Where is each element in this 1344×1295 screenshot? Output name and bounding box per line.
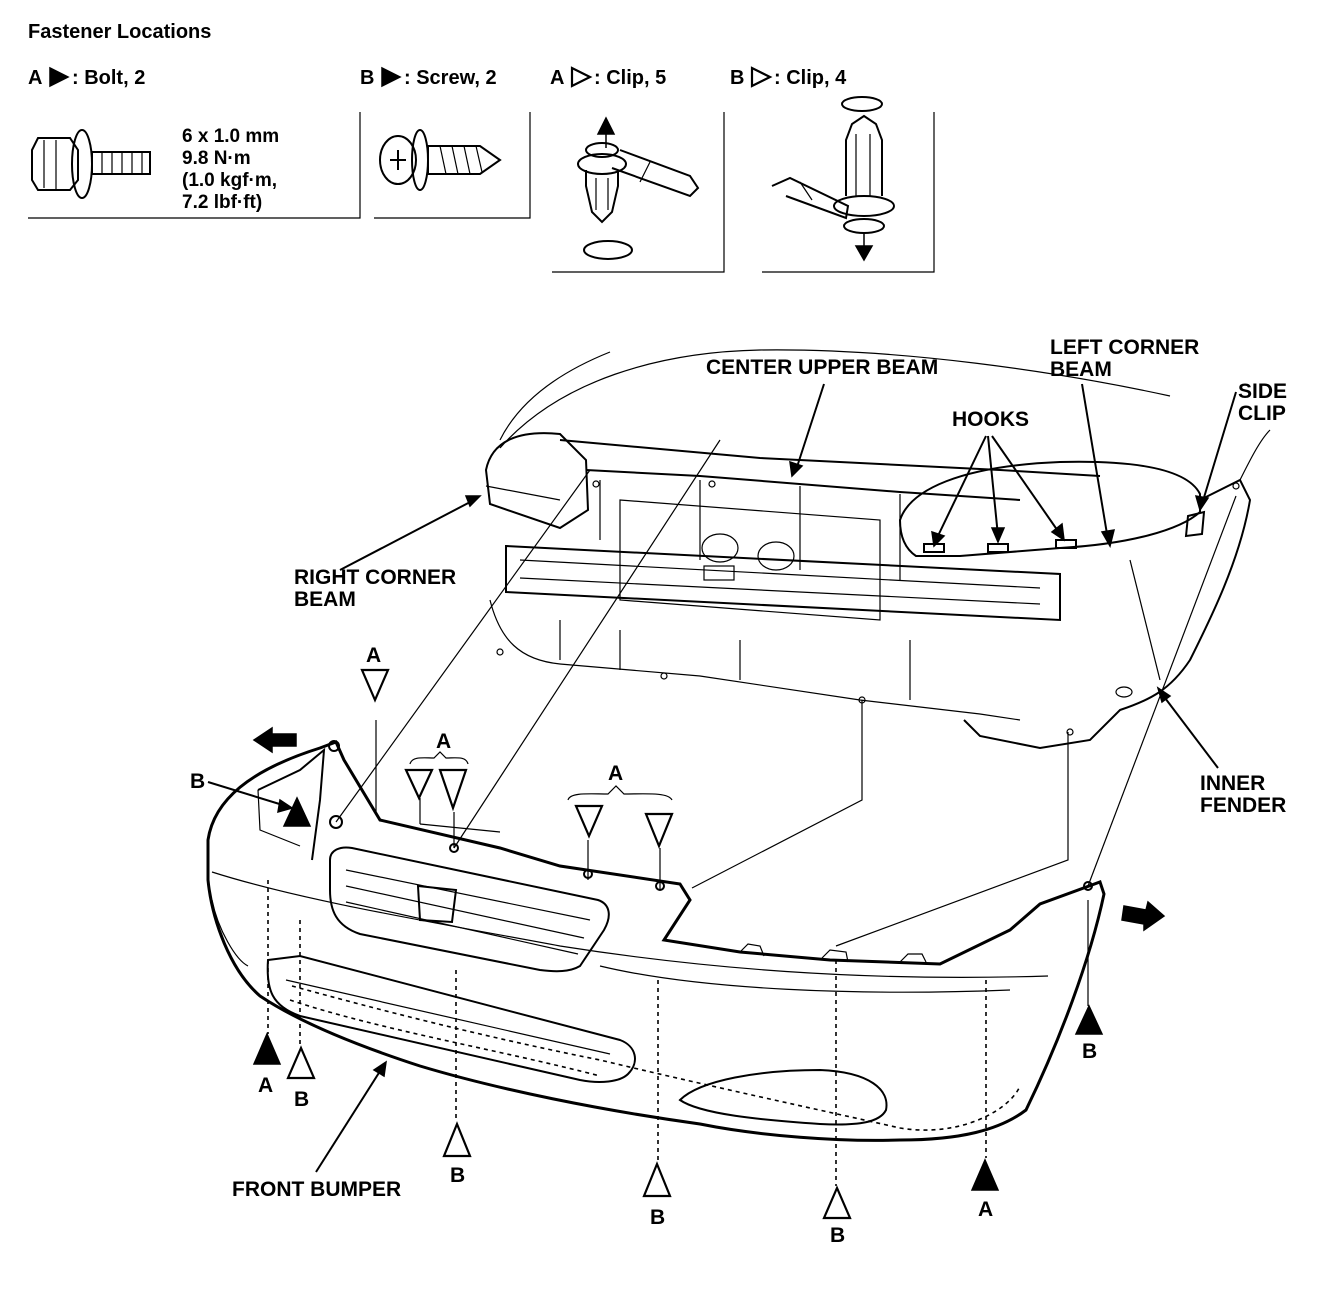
marker-a-clip-1: A — [360, 644, 390, 703]
side-clip-text-2: CLIP — [1238, 402, 1286, 425]
bolt-spec-lbf: 7.2 lbf·ft) — [182, 192, 262, 213]
screw-icon — [379, 129, 502, 191]
inner-fender-text-2: FENDER — [1200, 794, 1286, 817]
solid-triangle-icon — [252, 1032, 282, 1065]
solid-triangle-icon — [1074, 1004, 1104, 1035]
marker-a-label: A — [258, 1074, 273, 1097]
emblem — [416, 884, 458, 924]
grille — [329, 846, 610, 973]
legend-clip-b: B : Clip, 4 — [730, 66, 847, 89]
legend-clip-a: A : Clip, 5 — [550, 66, 666, 89]
bolt-spec: 6 x 1.0 mm 9.8 N·m (1.0 kgf·m, 7.2 lbf·f… — [182, 126, 279, 213]
legend-screw-label: : Screw, 2 — [404, 67, 497, 89]
bolt-icon — [31, 129, 151, 199]
hollow-triangle-icon — [642, 1161, 672, 1198]
marker-b-label: B — [1082, 1040, 1097, 1063]
alignment-lines — [267, 439, 1237, 1186]
front-bumper-shape — [206, 740, 1106, 1142]
solid-triangle-icon — [970, 1158, 1000, 1191]
marker-b-clip-4: B — [822, 1185, 852, 1247]
label-right-corner-beam: RIGHT CORNER BEAM — [294, 495, 482, 611]
right-corner-beam-text-2: BEAM — [294, 588, 356, 611]
solid-triangle-icon — [282, 796, 312, 827]
inner-fender-text-1: INNER — [1200, 772, 1265, 795]
center-upper-beam-text: CENTER UPPER BEAM — [706, 356, 938, 379]
marker-b-screw-1: B — [190, 770, 312, 827]
page-title: Fastener Locations — [28, 21, 211, 43]
marker-a-label: A — [608, 762, 623, 785]
fog-light — [678, 1068, 888, 1126]
left-corner-beam-text-2: BEAM — [1050, 358, 1112, 381]
clip-b-icon — [771, 96, 895, 262]
bolt-spec-kgf: (1.0 kgf·m, — [182, 170, 277, 191]
legend-screw: B : Screw, 2 — [360, 66, 497, 89]
marker-b-screw-2: B — [1074, 1004, 1104, 1063]
marker-a-clip-pair-1: A — [404, 730, 469, 812]
legend-screw-letter: B — [360, 67, 374, 89]
front-bumper-text: FRONT BUMPER — [232, 1178, 401, 1201]
legend-clip-b-label: : Clip, 4 — [774, 67, 847, 89]
bolt-spec-torque: 9.8 N·m — [182, 148, 251, 169]
hollow-triangle-icon — [286, 1045, 316, 1080]
body-structure — [484, 349, 1271, 750]
legend-clip-a-letter: A — [550, 67, 564, 89]
marker-b-clip-2: B — [442, 1121, 472, 1187]
marker-b-clip-1: B — [286, 1045, 316, 1111]
label-left-corner-beam: LEFT CORNER BEAM — [1050, 336, 1199, 548]
hollow-triangle-icon — [404, 768, 434, 801]
side-clip-shape — [1184, 510, 1206, 538]
solid-triangle-icon — [381, 66, 402, 88]
legend-clip-a-label: : Clip, 5 — [594, 67, 666, 89]
side-clip-text-1: SIDE — [1238, 380, 1287, 403]
solid-triangle-icon — [49, 66, 70, 88]
legend-bolt-letter: A — [28, 67, 42, 89]
hollow-triangle-icon — [360, 668, 390, 703]
arrow-right-icon — [1121, 900, 1166, 932]
clip-a-icon — [577, 116, 700, 260]
marker-b-label: B — [830, 1224, 845, 1247]
marker-a-bolt-1: A — [252, 1032, 282, 1097]
marker-a-bolt-2: A — [970, 1158, 1000, 1221]
right-corner-beam-text-1: RIGHT CORNER — [294, 566, 456, 589]
label-side-clip: SIDE CLIP — [1194, 380, 1287, 512]
marker-b-label: B — [190, 770, 205, 793]
hollow-triangle-icon — [438, 768, 468, 812]
legend-frames — [28, 112, 935, 273]
arrow-left-icon — [252, 726, 297, 754]
hook-3 — [1055, 539, 1077, 549]
legend-bolt-label: : Bolt, 2 — [72, 67, 145, 89]
left-corner-beam-text-1: LEFT CORNER — [1050, 336, 1199, 359]
hollow-triangle-icon — [822, 1185, 852, 1220]
legend-clip-b-letter: B — [730, 67, 744, 89]
hook-2 — [987, 543, 1009, 553]
marker-a-label: A — [366, 644, 381, 667]
label-hooks: HOOKS — [931, 408, 1065, 548]
lower-intake — [266, 954, 636, 1083]
legend-bolt: A : Bolt, 2 — [28, 66, 145, 89]
marker-b-label: B — [650, 1206, 665, 1229]
hollow-triangle-icon — [574, 804, 604, 839]
hollow-triangle-icon — [644, 812, 674, 849]
marker-b-clip-3: B — [642, 1161, 672, 1229]
label-front-bumper: FRONT BUMPER — [232, 1060, 401, 1201]
marker-b-label: B — [294, 1088, 309, 1111]
hooks-text: HOOKS — [952, 408, 1029, 431]
label-center-upper-beam: CENTER UPPER BEAM — [706, 356, 938, 478]
hollow-triangle-icon — [442, 1121, 472, 1158]
marker-a-clip-pair-2: A — [567, 762, 674, 849]
marker-a-label: A — [436, 730, 451, 753]
hollow-triangle-icon — [570, 66, 593, 88]
marker-b-label: B — [450, 1164, 465, 1187]
hollow-triangle-icon — [750, 66, 773, 88]
label-inner-fender: INNER FENDER — [1156, 686, 1286, 817]
marker-a-label: A — [978, 1198, 993, 1221]
bolt-spec-size: 6 x 1.0 mm — [182, 126, 279, 147]
